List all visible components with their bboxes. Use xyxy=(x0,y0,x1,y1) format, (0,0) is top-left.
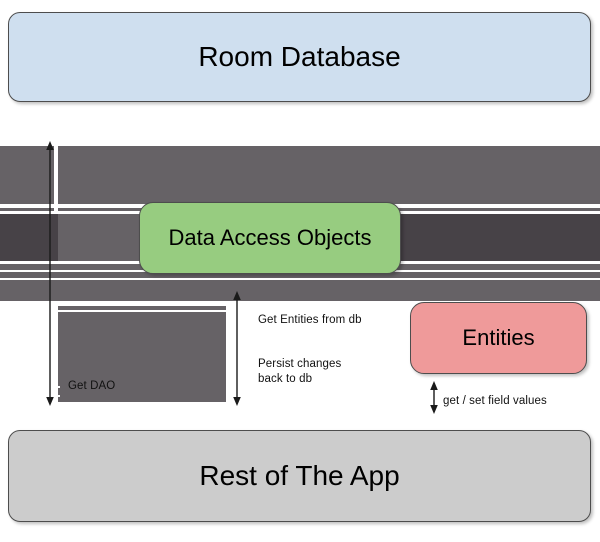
selection-band-block xyxy=(58,145,226,405)
selection-band-mid-lowest xyxy=(0,280,600,301)
edge-label-get-dao: Get DAO xyxy=(68,380,116,392)
stripe-1 xyxy=(0,143,600,146)
edge-label-field-values: get / set field values xyxy=(443,395,547,407)
selection-band-left xyxy=(0,145,54,301)
node-data-access-objects[interactable]: Data Access Objects xyxy=(139,202,401,274)
stripe-14 xyxy=(0,386,60,388)
node-entities[interactable]: Entities xyxy=(410,302,587,374)
stripe-13 xyxy=(226,388,600,390)
arrow-get-entities xyxy=(233,291,241,406)
stripe-15 xyxy=(0,395,60,397)
edge-label-persist-changes: Persist changes back to db xyxy=(258,358,342,385)
edge-label-get-entities: Get Entities from db xyxy=(258,314,362,326)
stripe-17 xyxy=(0,410,600,412)
node-room-database[interactable]: Room Database xyxy=(8,12,591,102)
stripe-6 xyxy=(0,278,600,280)
stripe-18 xyxy=(0,418,600,420)
arrow-get-dao xyxy=(46,141,54,406)
node-rest-of-the-app[interactable]: Rest of The App xyxy=(8,430,591,522)
